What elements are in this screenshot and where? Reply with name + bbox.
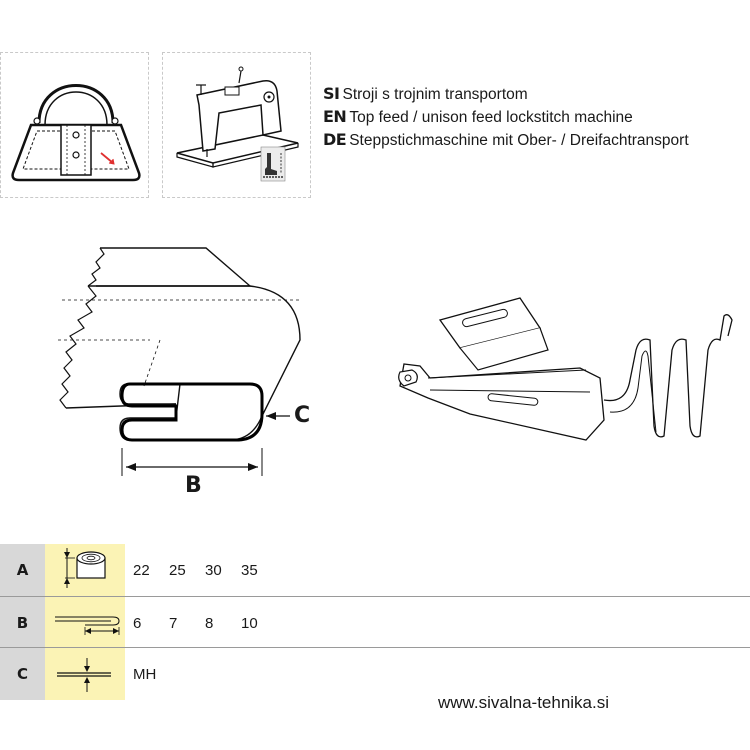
sewing-machine-icon [176,66,299,182]
dimension-label-b: B [185,473,202,498]
website-link[interactable]: www.sivalna-tehnika.si [438,693,610,712]
row-label: B [0,597,45,649]
folded-edge-width-icon [55,616,120,635]
value-cell: 25 [169,561,186,579]
language-text: Stroji s trojnim transportom [342,86,528,103]
row-label: A [0,544,45,596]
value-cell: 35 [241,561,258,579]
dimension-label-c: C [294,403,311,428]
row-icon-cell [45,544,125,596]
table-row-a: A 22 25 30 35 [0,544,750,596]
language-code: EN [323,107,347,126]
table-row-b: B 6 7 8 10 [0,597,750,649]
material-thickness-icon [57,658,111,692]
value-cell: 30 [205,561,222,579]
handbag-thumbnail [0,52,149,198]
value-cell: MH [133,665,157,683]
language-text: Steppstichmaschine mit Ober- / Dreifacht… [349,132,689,149]
sewing-machine-thumbnail [162,52,311,198]
value-cell: 7 [169,614,178,632]
row-icon-cell [45,648,125,700]
language-text: Top feed / unison feed lockstitch machin… [349,109,633,126]
value-cell: 22 [133,561,150,579]
value-cell: 10 [241,614,258,632]
row-divider [0,647,750,648]
tape-roll-width-icon [64,548,106,588]
row-divider [0,596,750,597]
row-values: 6 7 8 10 [133,597,277,649]
table-row-c: C MH [0,648,750,700]
language-code: DE [323,130,347,149]
row-values: 22 25 30 35 [133,544,277,596]
value-cell: 6 [133,614,142,632]
handbag-icon [11,84,141,182]
fold-diagram [58,247,733,476]
value-cell: 8 [205,614,214,632]
row-icon-cell [45,597,125,649]
row-values: MH [133,648,175,700]
row-label: C [0,648,45,700]
language-code: SI [323,84,340,103]
